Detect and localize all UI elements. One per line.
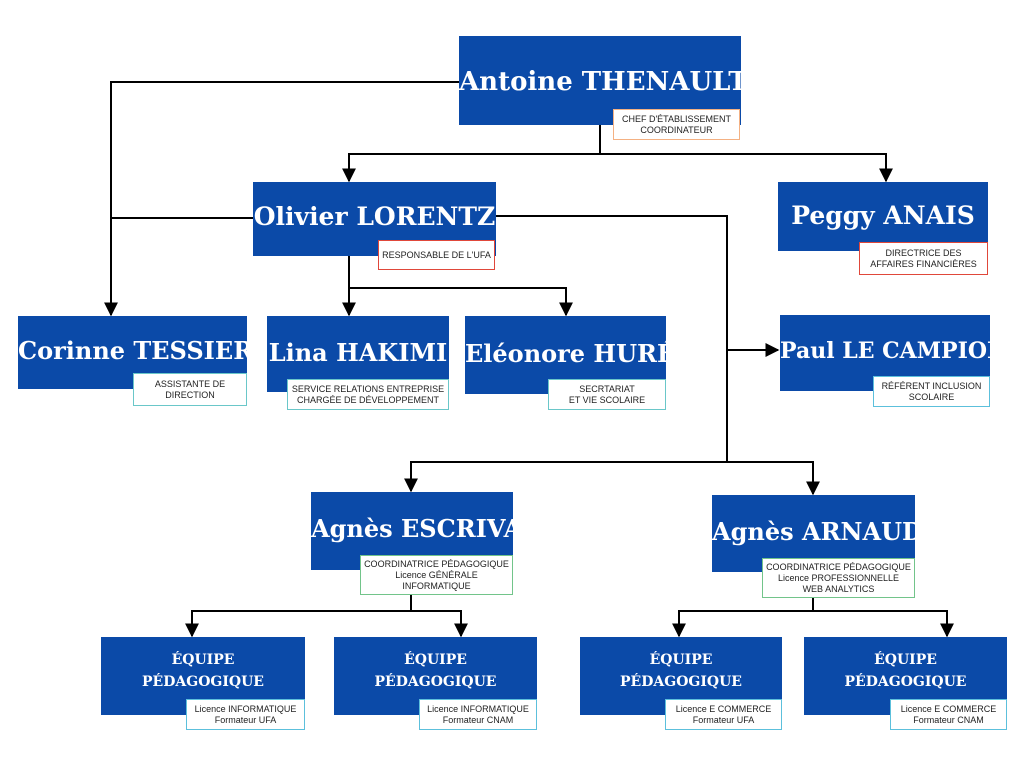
finance-name: Peggy ANAIS: [791, 201, 975, 230]
connector-pro-team4: [813, 610, 954, 638]
connector-director-finance: [600, 153, 893, 183]
secretariat-role: SECRTARIAT ET VIE SCOLAIRE: [548, 379, 666, 410]
connector-director-ufa: [342, 153, 600, 183]
connector-general-team2: [411, 610, 468, 638]
director-name: Antoine THENAULT: [459, 67, 748, 97]
finance-role: DIRECTRICE DES AFFAIRES FINANCIÈRES: [859, 242, 988, 275]
coord-general-role: COORDINATRICE PÉDAGOGIQUE Licence GÉNÉRA…: [360, 555, 513, 595]
team-role: Licence INFORMATIQUE Formateur UFA: [186, 699, 305, 730]
director-role: CHEF D'ÉTABLISSEMENT COORDINATEUR: [613, 109, 740, 140]
team-role: Licence INFORMATIQUE Formateur CNAM: [419, 699, 537, 730]
team-name: ÉQUIPE PÉDAGOGIQUE: [620, 652, 742, 690]
coord-pro-role: COORDINATRICE PÉDAGOGIQUE Licence PROFES…: [762, 558, 915, 598]
ufa-head-name: Olivier LORENTZ: [253, 202, 496, 231]
ufa-head-role: RESPONSABLE DE L'UFA: [378, 240, 495, 270]
connector-pro-team3: [672, 610, 813, 638]
team-name: ÉQUIPE PÉDAGOGIQUE: [142, 652, 264, 690]
connector-ufa-secretariat: [349, 287, 573, 317]
team-role: Licence E COMMERCE Formateur CNAM: [890, 699, 1007, 730]
coord-general-name: Agnès ESCRIVA: [311, 514, 523, 543]
inclusion-role: RÉFÉRENT INCLUSION SCOLAIRE: [873, 376, 990, 407]
business-name: Lina HAKIMI: [268, 338, 448, 367]
team-role: Licence E COMMERCE Formateur UFA: [665, 699, 782, 730]
assistant-role: ASSISTANTE DE DIRECTION: [133, 373, 247, 406]
assistant-name: Corinne TESSIER: [18, 336, 254, 365]
inclusion-name: Paul LE CAMPION: [780, 338, 1008, 364]
connector-trunk-coord-pro: [727, 461, 820, 496]
connector-director-assistant: [104, 81, 460, 317]
connector-general-team1: [185, 610, 411, 638]
connector-ufa-trunk: [495, 215, 728, 462]
team-name: ÉQUIPE PÉDAGOGIQUE: [844, 652, 967, 690]
secretariat-name: Eléonore HURÉ: [465, 339, 676, 368]
coord-pro-name: Agnès ARNAUD: [712, 517, 923, 546]
connector-trunk-coord-general: [404, 461, 727, 493]
finance-box: Peggy ANAIS: [778, 182, 988, 251]
director-box: Antoine THENAULT: [459, 36, 748, 125]
team-name: ÉQUIPE PÉDAGOGIQUE: [374, 652, 497, 690]
business-role: SERVICE RELATIONS ENTREPRISE CHARGÉE DE …: [287, 379, 449, 410]
